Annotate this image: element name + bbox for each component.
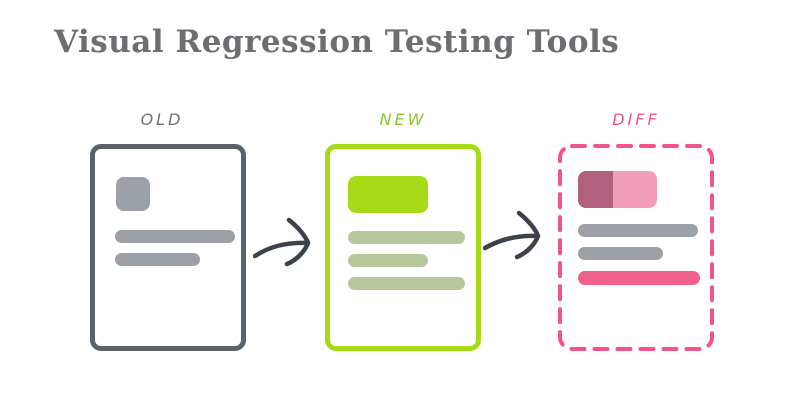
diff-text-bar-long [578, 224, 698, 237]
new-text-bar-short [348, 254, 428, 267]
diff-dashed-border [558, 144, 714, 351]
diff-changed-region-block [578, 171, 613, 208]
diff-card-label: DIFF [612, 110, 660, 129]
new-card-label: NEW [379, 110, 427, 129]
diff-result-card [558, 144, 714, 351]
old-screenshot-card [90, 144, 246, 351]
old-card-label: OLD [140, 110, 184, 129]
old-text-bar-long [115, 230, 235, 243]
old-to-new-arrow-icon [253, 211, 317, 267]
new-text-bar-long-2 [348, 277, 465, 290]
new-image-placeholder-block [348, 176, 428, 213]
new-text-bar-long-1 [348, 231, 465, 244]
old-text-bar-short [115, 253, 200, 266]
new-to-diff-arrow-icon [483, 205, 547, 261]
diff-highlighted-bar [578, 271, 700, 285]
diff-text-bar-short [578, 247, 663, 260]
new-screenshot-card [325, 144, 481, 351]
page-title: Visual Regression Testing Tools [54, 24, 620, 60]
old-image-placeholder-block [116, 177, 150, 211]
